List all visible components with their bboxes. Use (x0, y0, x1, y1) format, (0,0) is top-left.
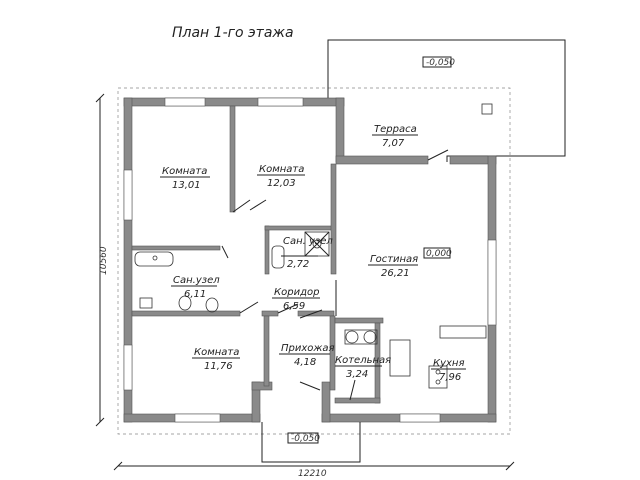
room-labels: Комната 13,01 Комната 12,03 Терраса 7,07… (160, 124, 466, 383)
living-level: 0,000 (426, 249, 452, 259)
room-area: 3,24 (346, 369, 368, 380)
room-area: 6,11 (184, 289, 206, 300)
room-area: 7,96 (439, 372, 461, 383)
room-area: 26,21 (381, 268, 410, 279)
terrace-outline: -0,050 (327, 39, 566, 162)
room-area: 13,01 (172, 180, 201, 191)
room-area: 6,59 (283, 301, 305, 312)
plan-title: План 1-го этажа (172, 25, 294, 41)
room-area: 7,07 (382, 138, 405, 149)
living-level-marker: 0,000 (423, 247, 452, 259)
height-dimension: 10560 (99, 246, 109, 275)
room-area: 2,72 (287, 259, 309, 270)
room-name: Сан.узел (173, 275, 220, 286)
room-area: 11,76 (204, 361, 233, 372)
windows (123, 97, 497, 423)
doors (221, 149, 449, 401)
room-name: Сан. узел (283, 236, 333, 247)
entrance-porch: -0,050 (261, 422, 361, 463)
dimension-lines: 12210 10560 (95, 93, 515, 479)
room-area: 12,03 (267, 178, 296, 189)
entrance-level: -0,050 (291, 434, 320, 444)
terrace-level: -0,050 (426, 58, 455, 68)
room-name: Комната (259, 164, 304, 175)
room-name: Комната (194, 347, 239, 358)
room-name: Коридор (274, 287, 319, 298)
room-name: Гостиная (370, 254, 418, 265)
room-name: Прихожая (281, 343, 335, 354)
width-dimension: 12210 (298, 469, 327, 479)
room-name: Терраса (374, 124, 417, 135)
room-name: Комната (162, 166, 207, 177)
room-area: 4,18 (294, 357, 316, 368)
room-name: Котельная (335, 355, 391, 366)
room-name: Кухня (433, 358, 465, 369)
outline-dashed (117, 87, 511, 435)
interior-walls (131, 105, 384, 404)
fixtures (134, 231, 487, 389)
